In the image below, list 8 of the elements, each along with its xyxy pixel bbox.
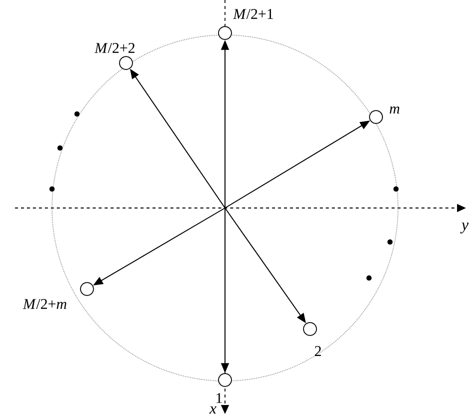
point-label: m (390, 106, 400, 114)
axis-label: x (209, 406, 216, 414)
point-label: M/2+2 (94, 42, 134, 54)
axis-label: y (460, 222, 469, 234)
point-label: 1 (216, 393, 222, 403)
point-label: 2 (314, 346, 321, 356)
point-label: M/2+1 (233, 8, 273, 20)
point-label: M/2+m (22, 298, 66, 310)
